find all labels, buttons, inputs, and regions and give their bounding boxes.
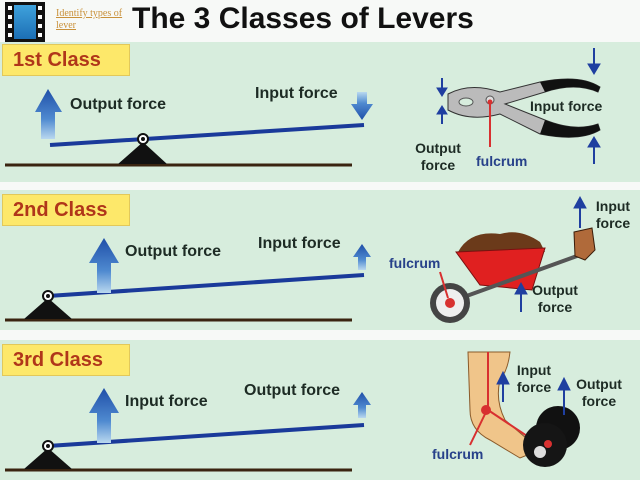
film-strip-icon bbox=[5, 2, 45, 42]
fulcrum-pointer bbox=[439, 271, 449, 299]
lever-bar bbox=[49, 123, 365, 147]
output-arrow-small-icon bbox=[514, 281, 528, 312]
example-output-label: Output force bbox=[415, 140, 461, 173]
pliers-illustration bbox=[447, 78, 601, 147]
page-title: The 3 Classes of Levers bbox=[132, 2, 474, 35]
class-badge: 2nd Class bbox=[2, 194, 130, 226]
input-arrows-small-icon bbox=[587, 48, 601, 164]
arm-illustration bbox=[467, 351, 580, 467]
lever-bar bbox=[47, 423, 365, 448]
example-output-label: Output force bbox=[532, 282, 578, 315]
right-force-label: Output force bbox=[244, 382, 340, 399]
output-arrow-up-icon bbox=[35, 89, 62, 139]
example-fulcrum-label: fulcrum bbox=[476, 153, 528, 169]
fulcrum-triangle bbox=[24, 298, 72, 319]
input-arrow-down-icon bbox=[351, 92, 373, 120]
panel-third-class: 3rd Class Input force Output force Input… bbox=[0, 340, 640, 480]
input-arrow-small-icon bbox=[496, 370, 510, 402]
example-input-label: Input force bbox=[530, 98, 603, 114]
example-output-label: Output force bbox=[576, 376, 622, 409]
lever-bar bbox=[47, 273, 365, 298]
left-force-label: Output force bbox=[125, 243, 221, 260]
fulcrum-pointer bbox=[469, 411, 487, 446]
right-force-label: Input force bbox=[255, 85, 338, 102]
hand-icon bbox=[573, 227, 596, 261]
caption-link[interactable]: Identify types of lever bbox=[56, 8, 123, 31]
input-arrow-up-icon bbox=[89, 388, 119, 443]
panel-first-class: 1st Class Output force Input force Input… bbox=[0, 42, 640, 182]
class-badge: 3rd Class bbox=[2, 344, 130, 376]
output-arrow-up-icon bbox=[89, 238, 119, 293]
example-fulcrum-label: fulcrum bbox=[432, 446, 484, 462]
example-input-label: Input force bbox=[516, 362, 552, 395]
left-force-label: Input force bbox=[125, 393, 208, 410]
output-arrow-up-icon bbox=[353, 392, 371, 418]
class-badge: 1st Class bbox=[2, 44, 130, 76]
output-arrow-small-icon bbox=[557, 376, 571, 415]
wheelbarrow-illustration bbox=[430, 227, 596, 323]
panel-second-class: 2nd Class Output force Input force Input… bbox=[0, 190, 640, 330]
fulcrum-triangle bbox=[24, 448, 72, 469]
output-arrows-small-icon bbox=[436, 78, 448, 124]
example-fulcrum-label: fulcrum bbox=[389, 255, 441, 271]
fulcrum-triangle bbox=[118, 142, 167, 164]
input-arrow-small-icon bbox=[573, 195, 587, 228]
input-arrow-up-icon bbox=[353, 244, 371, 270]
left-force-label: Output force bbox=[70, 96, 166, 113]
right-force-label: Input force bbox=[258, 235, 341, 252]
example-input-label: Input force bbox=[595, 198, 631, 231]
